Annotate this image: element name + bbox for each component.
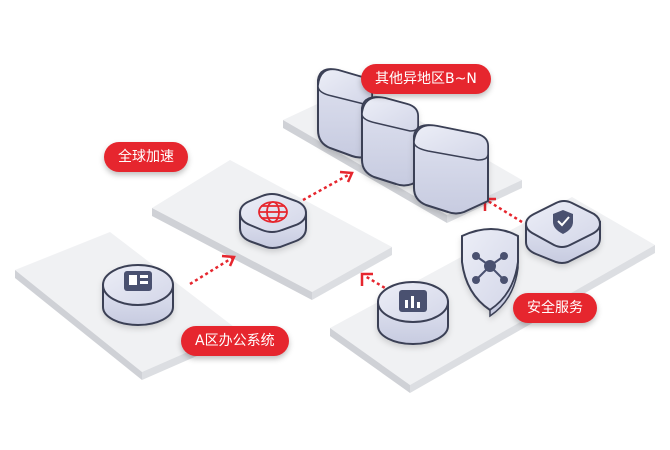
region-cube-2 [361, 96, 419, 187]
region-cube-3 [413, 124, 489, 215]
region-cube-1 [317, 68, 373, 159]
network-hub-icon [472, 252, 508, 284]
arrow-security-to-accel [360, 272, 396, 296]
shield-check-icon [553, 210, 573, 234]
arrow-security-to-regions [483, 197, 523, 224]
label-security: 安全服务 [513, 293, 597, 323]
label-regions-bn: 其他异地区B~N [361, 64, 491, 94]
accel-node [238, 193, 308, 249]
dashboard-card-icon [124, 271, 152, 291]
label-office-a: A区办公系统 [181, 326, 289, 356]
globe-icon [258, 201, 288, 223]
bar-chart-icon [399, 290, 427, 312]
label-global-accel: 全球加速 [104, 142, 188, 172]
arrow-office-to-accel [189, 254, 236, 286]
arrow-accel-to-regions [302, 170, 354, 202]
